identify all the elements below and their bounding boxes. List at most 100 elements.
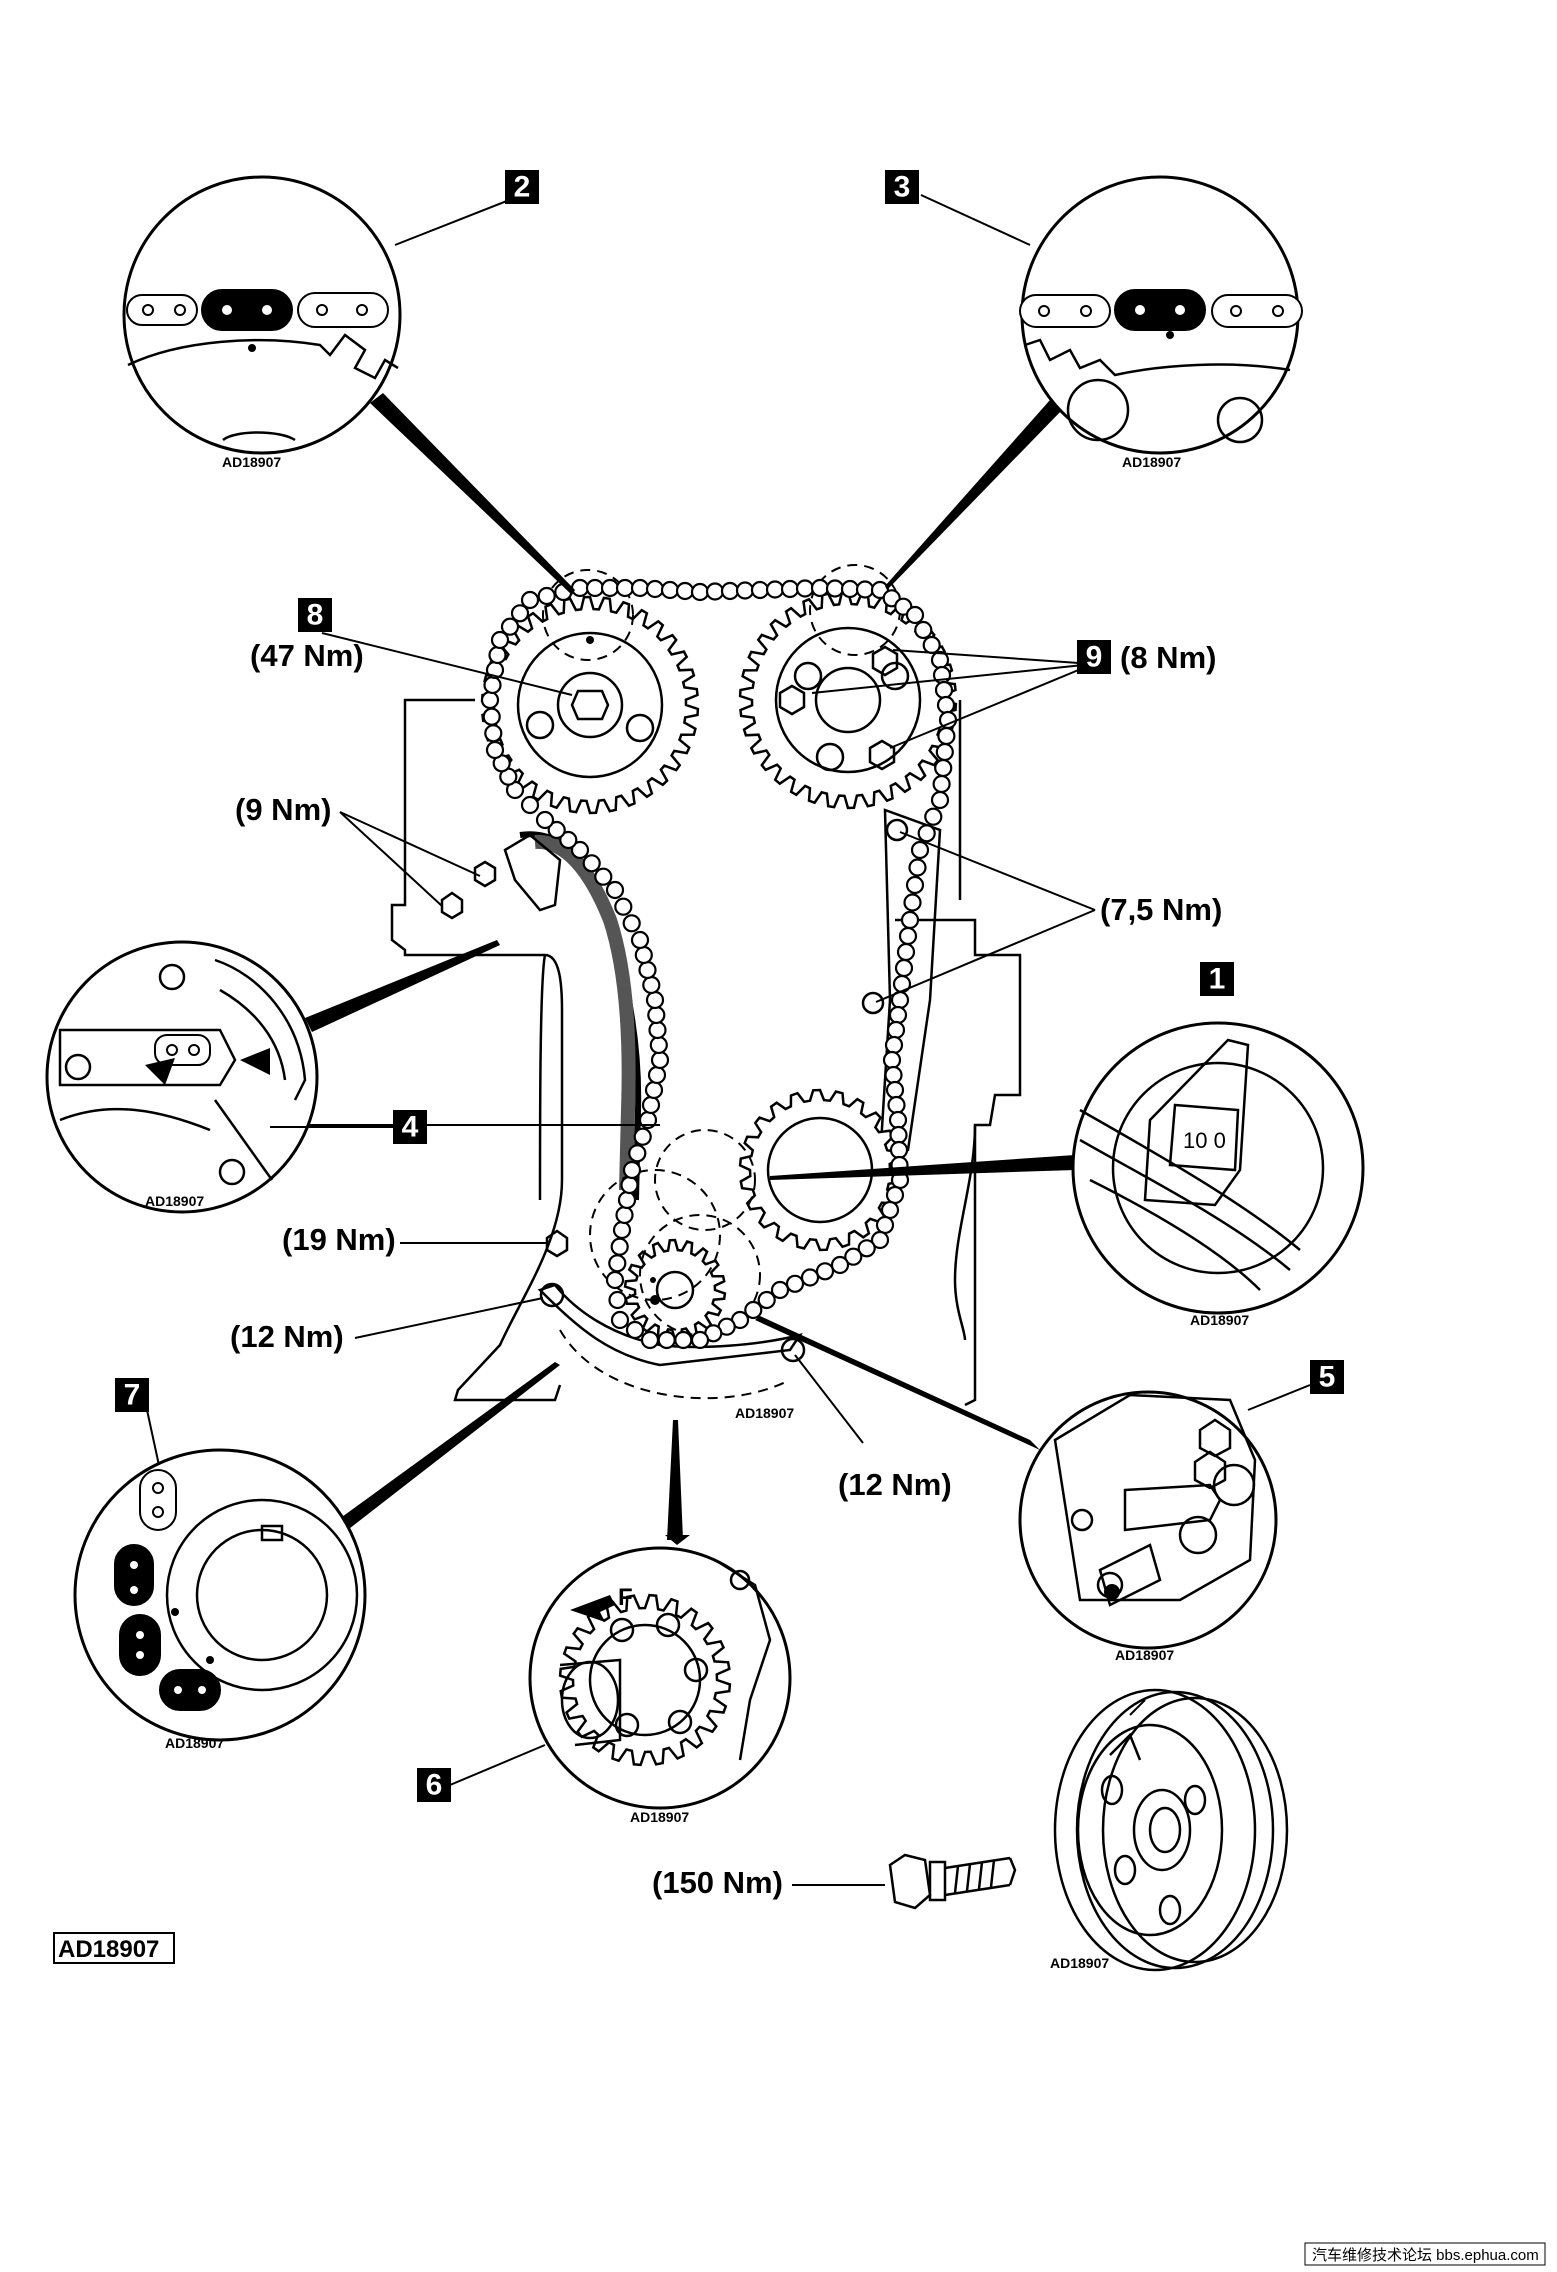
chain-link [600,578,620,598]
chain-link [896,942,916,962]
chain-link [705,582,725,601]
callout-5: 5 [1310,1360,1344,1394]
pulley-ref: AD18907 [1050,1955,1109,1971]
balance-shaft-sprocket [738,1088,902,1252]
detail-2-chain [126,289,389,331]
callout-6: 6 [417,1768,451,1802]
callout-9: 9 [1077,640,1111,674]
chain-link [634,945,653,965]
chain-link [628,1144,647,1163]
chain-link [720,581,740,601]
torque-pivot-bolt: (19 Nm) [282,1222,396,1257]
chain-link [875,1215,895,1235]
chain-link [615,578,635,598]
tensioner-rail [503,831,642,1201]
chain-link [622,1160,642,1180]
chain-link [585,578,605,598]
chain-link [582,854,601,873]
chain-link [657,1330,676,1350]
detail-3-zoom: AD18907 [1019,175,1303,470]
svg-text:4: 4 [402,1111,419,1144]
chain-link [614,897,633,916]
chain-link [630,930,650,950]
chain-link [880,1200,900,1220]
chain-link [674,1330,693,1350]
chain-link [903,893,922,912]
chain-link [884,1035,904,1055]
chain-link [625,1320,645,1340]
detail-1-ref: AD18907 [1190,1312,1249,1328]
chain-link [815,1262,835,1281]
chain-link [870,1230,890,1250]
chain-link [885,1080,905,1100]
callout-4: 4 [393,1110,427,1144]
chain-link [888,1005,908,1025]
torque-sprocket-bolts: (8 Nm) [1120,640,1216,675]
torque-camshaft-bolt: (47 Nm) [250,638,364,673]
detail-4-ref: AD18907 [145,1193,204,1209]
chain-link [889,1125,908,1145]
chain-link [810,578,830,598]
callout-2: 2 [505,170,539,204]
chain-link [785,1274,805,1293]
chain-link [830,1255,850,1275]
chain-link [547,820,566,840]
leader-lines [146,194,1311,1886]
callout-8: 8 [298,598,332,632]
chain-link [935,742,954,762]
chain-link [675,581,695,601]
chain-link [844,1247,863,1266]
chain-link [520,590,540,610]
chain-link [480,690,500,710]
detail-7-ref: AD18907 [165,1735,224,1751]
chain-link [857,1239,876,1258]
chain-link [886,1020,906,1040]
svg-text:9: 9 [1086,641,1103,674]
chain-link [900,910,920,930]
chain-link [648,1020,667,1040]
chain-link [510,604,530,623]
chain-link [570,840,590,860]
chain-link [770,1280,790,1300]
chain-link [622,914,641,933]
chain-link [825,579,845,598]
detail-3-ref: AD18907 [1122,454,1181,470]
chain-link [910,840,930,860]
chain-link [887,1095,906,1115]
detail-6-mark: F [618,1584,633,1611]
detail-7-zoom: AD18907 [73,1448,367,1751]
lower-guide-rail [537,1283,803,1367]
torque-lower-guide-left: (12 Nm) [230,1319,344,1354]
chain-link [888,1110,908,1130]
detail-4-zoom: AD18907 [45,940,319,1214]
chain-link [905,875,925,895]
chain-link [641,1095,661,1115]
torque-tensioner-bolts: (9 Nm) [235,792,331,827]
figure-ref-box: AD18907 [53,1932,175,1964]
torque-guide-rail-bolts: (7,5 Nm) [1100,892,1222,927]
chain-link [647,1005,666,1025]
chain-link [645,990,665,1010]
chain-link [615,1205,634,1225]
dashed-detail-markers [542,564,901,1400]
chain-link [795,579,815,598]
chain-link [757,1290,776,1310]
chain-link [936,695,956,715]
svg-text:AD18907: AD18907 [58,1936,159,1963]
detail-2-ref: AD18907 [222,454,281,470]
detail-5-ref: AD18907 [1115,1647,1174,1663]
chain-link [644,1080,664,1100]
svg-text:7: 7 [124,1379,141,1412]
chain-link [535,810,555,830]
chain-link [647,1065,667,1085]
torque-crank-pulley-bolt: (150 Nm) [652,1865,783,1900]
chain-link [885,1185,905,1205]
chain-link [520,795,540,815]
detail-1-zoom: 10 0 AD18907 [1071,1021,1365,1328]
crankshaft-pulley-bolt [888,1853,1017,1910]
chain-link [908,858,927,877]
detail-6-zoom: F AD18907 [528,1546,792,1825]
crankshaft-sprocket [623,1238,727,1342]
chain-link [898,926,918,946]
chain-link [649,1035,668,1055]
